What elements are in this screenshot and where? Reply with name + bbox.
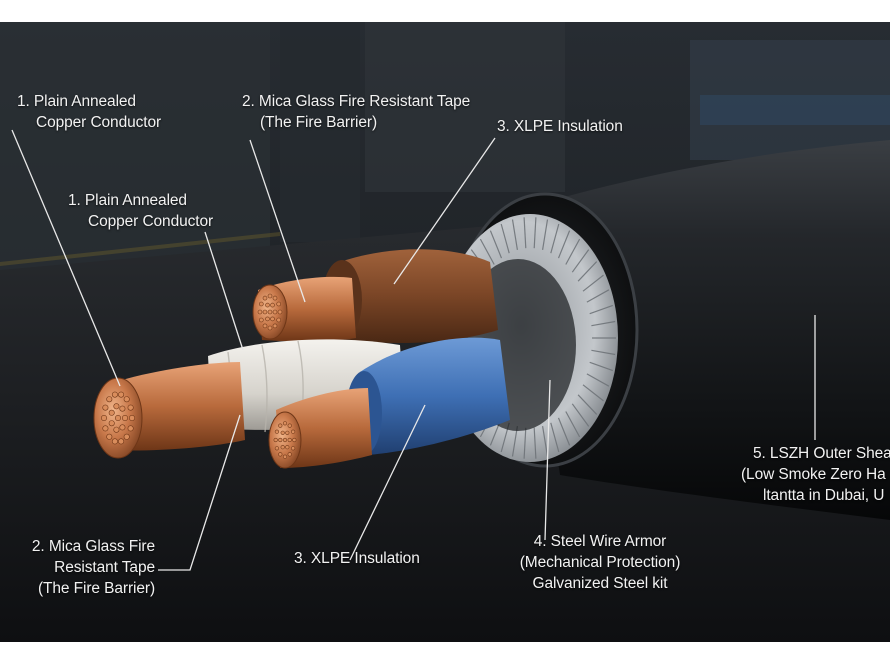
label-xlpe-top: 3. XLPE Insulation	[497, 116, 623, 137]
label-line: 5. LSZH Outer Shea	[753, 445, 890, 462]
label-line: Copper Conductor	[36, 114, 162, 131]
label-line: (The Fire Barrier)	[260, 114, 378, 131]
label-line: (The Fire Barrier)	[37, 580, 155, 597]
label-conductor-mid: 1. Plain Annealed Copper Conductor	[68, 190, 213, 232]
label-line: (Low Smoke Zero Ha	[741, 466, 886, 483]
label-line: Resistant Tape	[54, 559, 155, 576]
label-armor: 4. Steel Wire Armor (Mechanical Protecti…	[510, 531, 690, 594]
label-mica-bottom: 2. Mica Glass Fire Resistant Tape (The F…	[15, 536, 155, 599]
label-line: 1. Plain Annealed	[68, 192, 187, 209]
label-line: 2. Mica Glass Fire Resistant Tape	[242, 93, 471, 110]
leader-lines	[11, 129, 816, 571]
label-conductor-top: 1. Plain Annealed Copper Conductor	[17, 91, 161, 133]
copper-strand-icon	[273, 421, 297, 459]
copper-strand-icon	[101, 391, 136, 445]
label-xlpe-bottom: 3. XLPE Insulation	[294, 548, 420, 569]
copper-strand-icon	[257, 293, 283, 331]
label-line: Galvanized Steel kit	[532, 575, 668, 592]
label-line: 2. Mica Glass Fire	[31, 538, 155, 555]
label-line: ltantta in Dubai, U	[763, 487, 885, 504]
label-line: 3. XLPE Insulation	[294, 550, 420, 567]
label-line: 4. Steel Wire Armor	[533, 533, 667, 550]
label-line: Copper Conductor	[88, 213, 214, 230]
label-sheath: 5. LSZH Outer Shea (Low Smoke Zero Ha lt…	[741, 443, 890, 506]
label-line: 1. Plain Annealed	[17, 93, 136, 110]
label-mica-top: 2. Mica Glass Fire Resistant Tape (The F…	[242, 91, 470, 133]
label-line: (Mechanical Protection)	[519, 554, 681, 571]
label-line: 3. XLPE Insulation	[497, 118, 623, 135]
